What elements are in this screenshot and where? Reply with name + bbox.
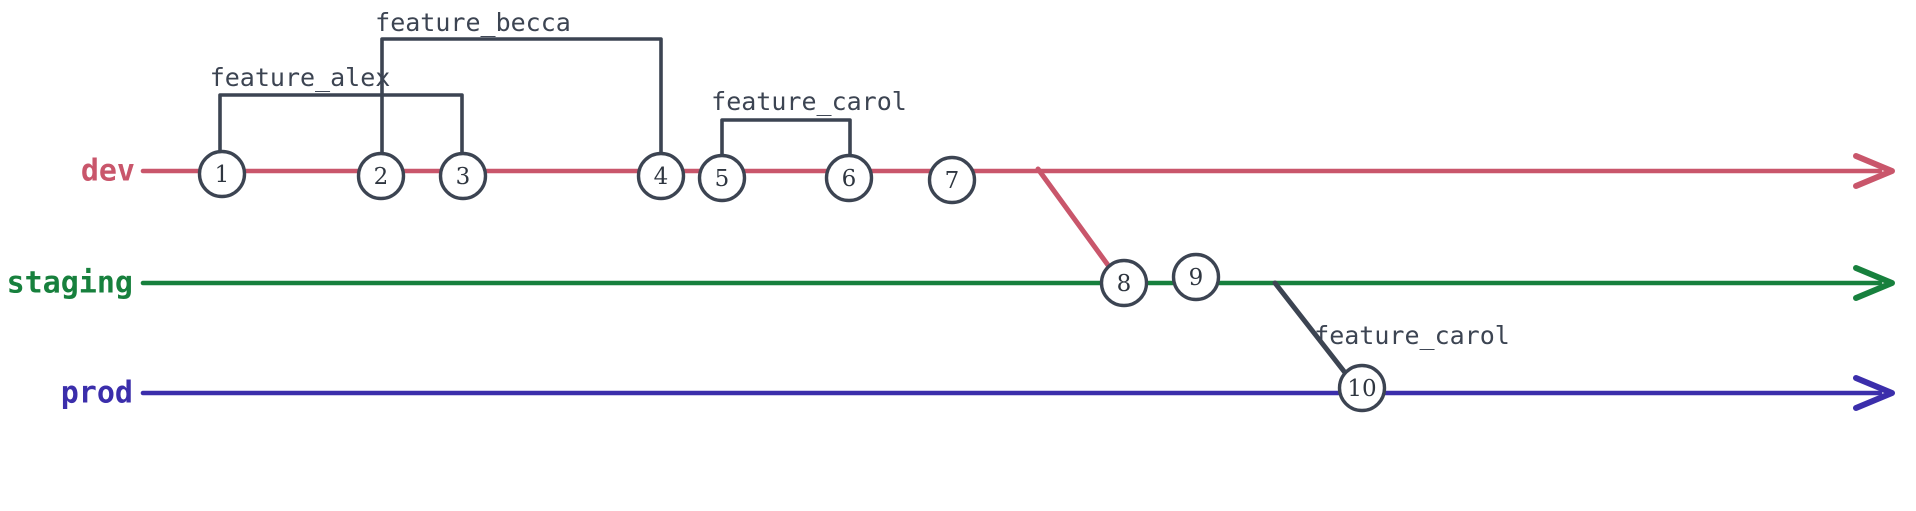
branch-label-prod: prod: [61, 376, 133, 411]
commit-circle-2[interactable]: [356, 151, 406, 201]
commit-label-6: 6: [842, 166, 857, 192]
feature-brackets: [218, 37, 852, 166]
commit-circle-1[interactable]: [197, 149, 247, 199]
feature-label-carol-prod: feature_carol: [1314, 321, 1510, 350]
commit-node-10[interactable]: 10: [1337, 363, 1387, 413]
arrowhead-prod: [1853, 375, 1895, 411]
merge-line-staging-to-prod[interactable]: [1272, 280, 1353, 382]
commit-circle-6[interactable]: [824, 153, 874, 203]
feature-label-carol-dev: feature_carol: [711, 87, 907, 116]
commit-node-3[interactable]: 3: [438, 151, 488, 201]
commit-circle-3[interactable]: [438, 151, 488, 201]
commit-node-8[interactable]: 8: [1099, 258, 1149, 308]
commit-circle-4[interactable]: [636, 151, 686, 201]
commit-node-2[interactable]: 2: [356, 151, 406, 201]
commit-circle-10[interactable]: [1337, 363, 1387, 413]
bracket-feature-alex[interactable]: [218, 93, 464, 164]
commit-node-7[interactable]: 7: [927, 155, 977, 205]
commit-label-5: 5: [715, 166, 730, 192]
branch-arrowheads: [1853, 153, 1895, 411]
bracket-feature-carol-dev[interactable]: [720, 118, 852, 166]
feature-label-becca: feature_becca: [375, 8, 571, 37]
feature-branch-labels: feature_alex feature_becca feature_carol: [210, 8, 907, 116]
feature-label-alex: feature_alex: [210, 63, 391, 92]
arrowhead-staging: [1853, 265, 1895, 301]
branch-label-staging: staging: [7, 266, 133, 301]
commit-label-3: 3: [456, 164, 471, 190]
commit-label-9: 9: [1189, 265, 1204, 291]
commit-node-1[interactable]: 1: [197, 149, 247, 199]
branch-lines: [140, 168, 1883, 396]
commit-node-5[interactable]: 5: [697, 153, 747, 203]
arrowhead-dev: [1853, 153, 1895, 189]
commit-circle-7[interactable]: [927, 155, 977, 205]
commit-circle-8[interactable]: [1099, 258, 1149, 308]
commit-node-9[interactable]: 9: [1171, 252, 1221, 302]
commit-label-2: 2: [374, 164, 389, 190]
commit-label-1: 1: [215, 162, 230, 188]
commit-label-10: 10: [1347, 376, 1376, 402]
commit-circle-5[interactable]: [697, 153, 747, 203]
commit-node-6[interactable]: 6: [824, 153, 874, 203]
commit-node-4[interactable]: 4: [636, 151, 686, 201]
commit-label-7: 7: [945, 168, 960, 194]
merge-lines: feature_carol: [1035, 166, 1510, 382]
commit-nodes: 1 2 3 4 5 6 7: [197, 149, 1387, 413]
commit-circle-9[interactable]: [1171, 252, 1221, 302]
branch-label-dev: dev: [81, 154, 135, 189]
commit-label-4: 4: [654, 164, 669, 190]
bracket-feature-becca[interactable]: [380, 37, 663, 164]
branch-name-labels: dev staging prod: [7, 154, 135, 411]
commit-label-8: 8: [1117, 271, 1132, 297]
merge-line-dev-to-staging[interactable]: [1035, 166, 1116, 275]
